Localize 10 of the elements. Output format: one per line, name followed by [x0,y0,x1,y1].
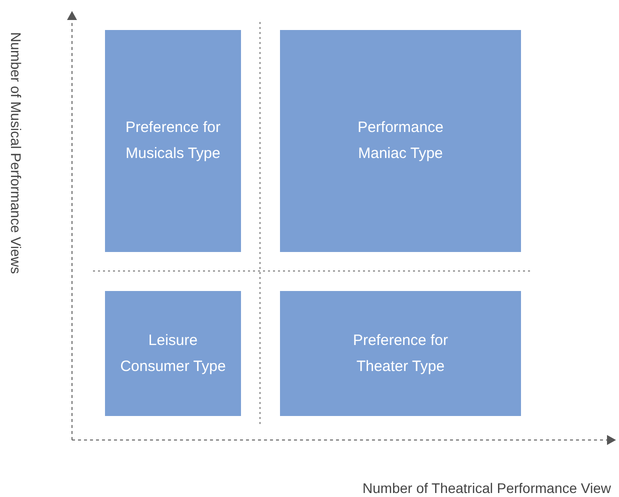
quadrant-label: Preference for Theater Type [352,330,450,376]
quadrant-label: Leisure Consumer Type [119,330,227,376]
quadrant-box [105,291,241,416]
quadrant-label: Preference for Musicals Type [124,118,222,164]
y-axis-title: Number of Musical Performance Views [8,31,24,276]
x-axis-title: Number of Theatrical Performance View [362,480,611,496]
quadrant-label: Performance Maniac Type [356,118,444,164]
quadrant-box [280,30,521,252]
quadrant-box [105,30,241,252]
quadrant-box [280,291,521,416]
